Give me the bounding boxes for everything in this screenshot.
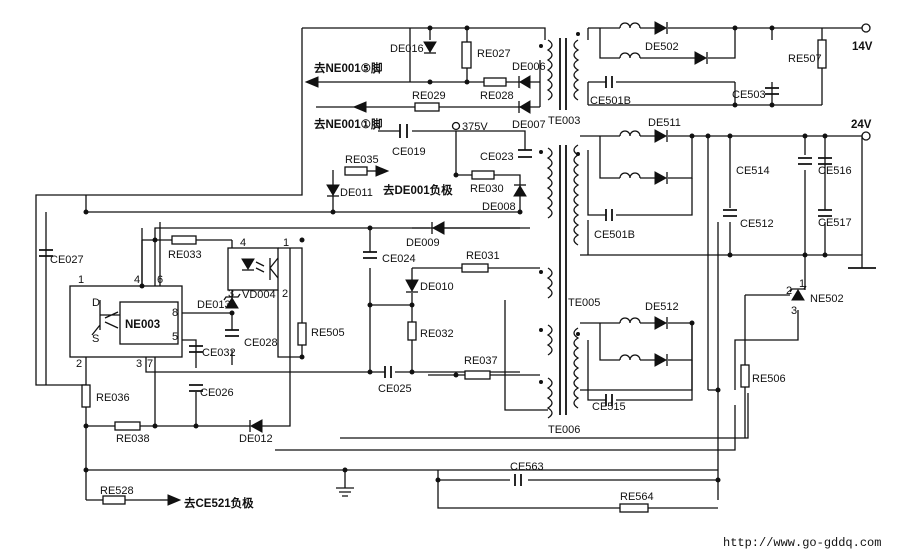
signal-arrows: [160, 76, 390, 506]
label-ne502: NE502: [810, 293, 844, 305]
label-de502: DE502: [645, 41, 679, 53]
label-pin5: 5: [172, 331, 178, 343]
label-re528: RE528: [100, 485, 134, 497]
label-pin7: 7: [147, 358, 153, 370]
label-pin3: 3: [228, 288, 234, 300]
label-ce515: CE515: [592, 401, 626, 413]
label-de007: DE007: [512, 119, 546, 131]
label-ce563: CE563: [510, 461, 544, 473]
label-ce501b-top: CE501B: [590, 95, 631, 107]
label-ce512: CE512: [740, 218, 774, 230]
diodes: [223, 21, 807, 433]
label-ce514: CE514: [736, 165, 770, 177]
label-de009: DE009: [406, 237, 440, 249]
label-pin2: 2: [282, 288, 288, 300]
label-re505: RE505: [311, 327, 345, 339]
label-de012: DE012: [239, 433, 273, 445]
transformer-te003: [546, 38, 580, 110]
label-de008: DE008: [482, 201, 516, 213]
label-to-ne001-1: 去NE001①脚: [314, 117, 382, 131]
ground-symbols: [336, 267, 876, 497]
label-de013: DE013: [197, 299, 231, 311]
label-375v: 375V: [462, 121, 488, 133]
label-te003: TE003: [548, 115, 580, 127]
label-ne502-pin2: 2: [786, 285, 792, 297]
label-ce501b-mid: CE501B: [594, 229, 635, 241]
label-re030: RE030: [470, 183, 504, 195]
junction-dots: [83, 25, 828, 483]
label-pin1b: 1: [283, 237, 289, 249]
label-ne003: NE003: [125, 319, 160, 331]
label-de006: DE006: [512, 61, 546, 73]
label-to-ce521: 去CE521负极: [184, 496, 254, 510]
label-24v: 24V: [851, 119, 872, 131]
label-ce032: CE032: [202, 347, 236, 359]
label-re037: RE037: [464, 355, 498, 367]
label-de511: DE511: [648, 117, 681, 129]
label-ce516: CE516: [818, 165, 852, 177]
label-de011: DE011: [340, 187, 373, 199]
filter-coils: [619, 22, 641, 361]
label-ne502-pin3: 3: [791, 305, 797, 317]
output-terminals: [451, 23, 871, 141]
capacitors: [39, 76, 832, 486]
label-ce028: CE028: [244, 337, 278, 349]
ic-vd004: [227, 247, 279, 291]
transformer-main: [539, 32, 580, 419]
label-ce024: CE024: [382, 253, 416, 265]
label-14v: 14V: [852, 41, 873, 53]
ic-ne003: [69, 285, 183, 358]
label-re035: RE035: [345, 154, 379, 166]
label-pin4a: 4: [134, 274, 140, 286]
label-ce503: CE503: [732, 89, 766, 101]
resistors: [81, 39, 827, 513]
watermark-url: http://www.go-gddq.com: [723, 536, 881, 550]
label-re029: RE029: [412, 90, 446, 102]
label-ce027: CE027: [50, 254, 84, 266]
label-pin6: 6: [157, 274, 163, 286]
label-to-ne001-5: 去NE001⑤脚: [314, 61, 382, 75]
label-re507: RE507: [788, 53, 822, 65]
label-ce517: CE517: [818, 217, 852, 229]
label-re028: RE028: [480, 90, 514, 102]
label-de016: DE016: [390, 43, 424, 55]
label-ne502-pin1: 1: [799, 278, 805, 290]
label-pin8: 8: [172, 307, 178, 319]
label-de512: DE512: [645, 301, 679, 313]
label-pin4: 4: [240, 237, 246, 249]
label-re038: RE038: [116, 433, 150, 445]
label-re506: RE506: [752, 373, 786, 385]
label-pin1: 1: [78, 274, 84, 286]
wires: [35, 27, 863, 509]
label-re033: RE033: [168, 249, 202, 261]
label-to-de001: 去DE001负极: [383, 183, 453, 197]
label-re031: RE031: [466, 250, 500, 262]
label-pin-s: S: [92, 333, 99, 345]
label-pin-d: D: [92, 297, 100, 309]
label-re564: RE564: [620, 491, 654, 503]
label-pin2a: 2: [76, 358, 82, 370]
label-te005: TE005: [568, 297, 600, 309]
label-ce025: CE025: [378, 383, 412, 395]
labels: 去NE001⑤脚 去NE001①脚 去DE001负极 去CE521负极 DE01…: [50, 41, 881, 550]
label-te006: TE006: [548, 424, 580, 436]
label-pin3a: 3: [136, 358, 142, 370]
label-de010: DE010: [420, 281, 454, 293]
label-re027: RE027: [477, 48, 511, 60]
label-ce019: CE019: [392, 146, 426, 158]
label-re032: RE032: [420, 328, 454, 340]
label-ce026: CE026: [200, 387, 234, 399]
label-re036: RE036: [96, 392, 130, 404]
label-vd004: VD004: [242, 289, 276, 301]
label-ce023: CE023: [480, 151, 514, 163]
